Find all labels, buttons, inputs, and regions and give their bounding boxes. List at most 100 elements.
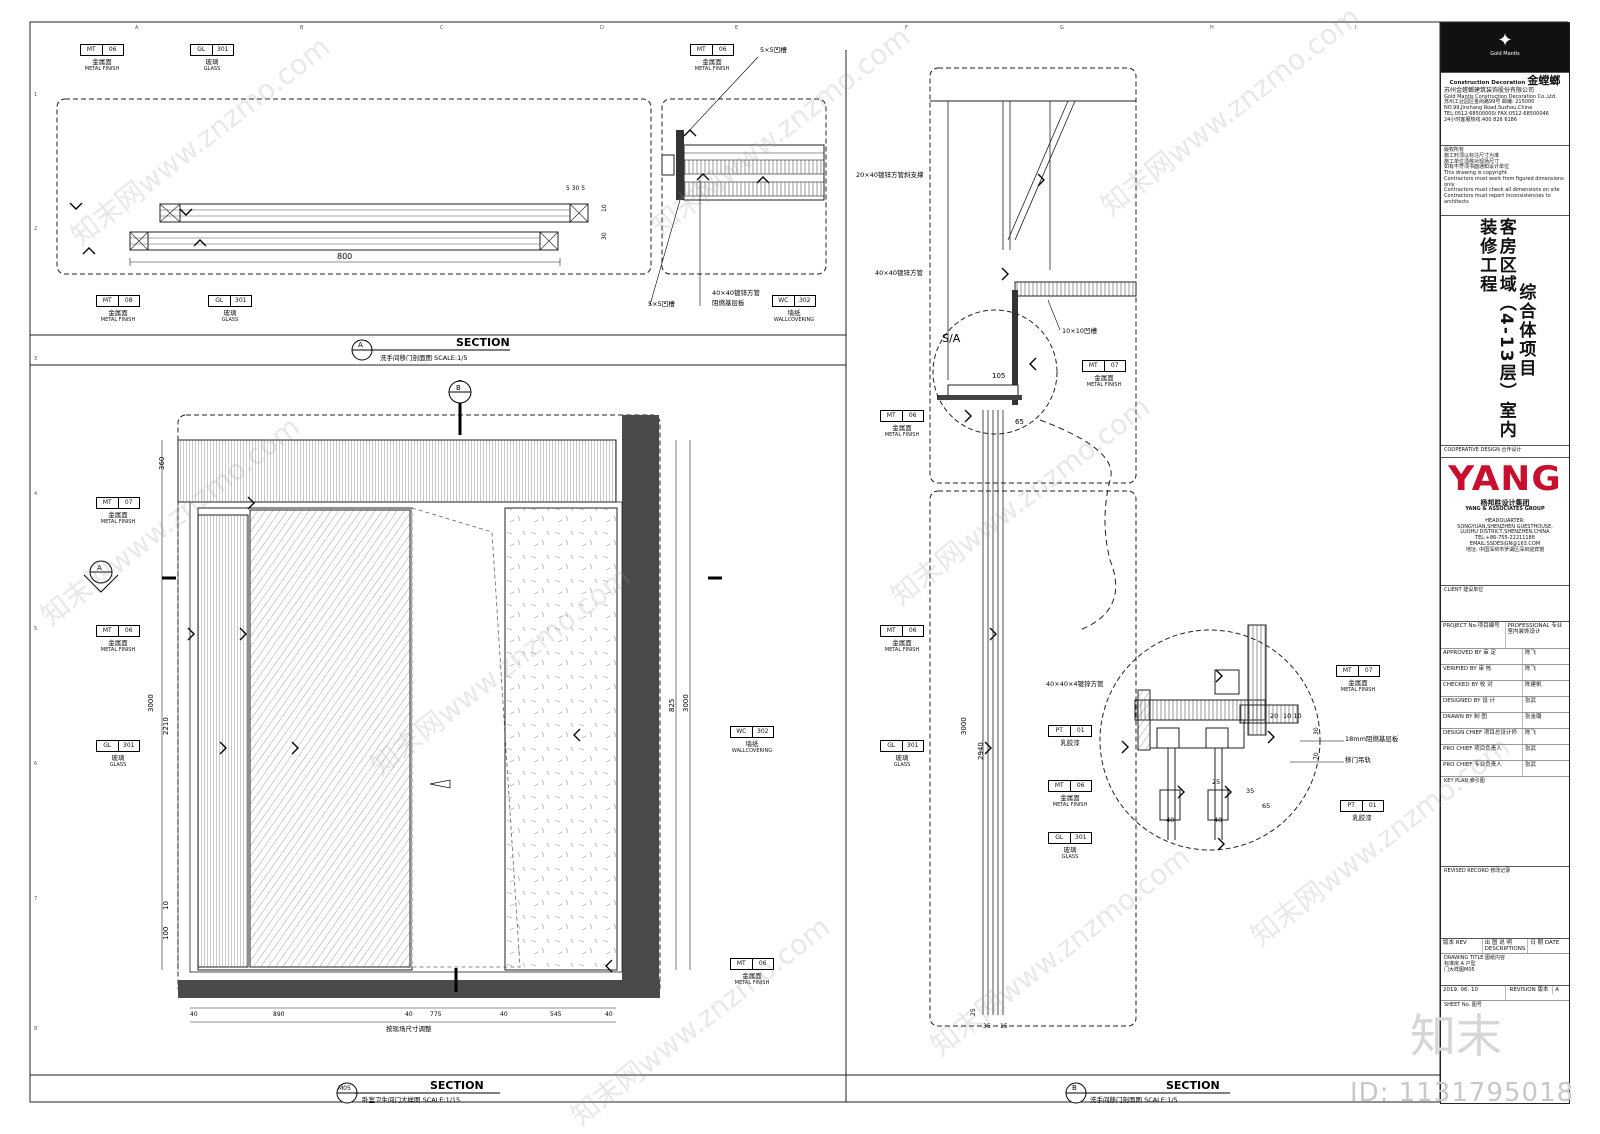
svg-text:10: 10 [601,204,608,212]
role-row: DESIGNED BY 设 计张武 [1441,697,1569,713]
svg-text:A: A [97,564,102,572]
svg-text:25: 25 [970,1008,977,1016]
svg-text:35: 35 [983,1023,991,1030]
svg-text:40: 40 [1214,816,1222,824]
svg-text:18mm阻燃基层板: 18mm阻燃基层板 [1345,734,1399,743]
title-block: ✦ Gold Mantis Construction Decoration 金螳… [1440,22,1570,1104]
svg-text:25: 25 [1212,778,1220,786]
project-title-1: 客房区域（4-13层）室内装修工程 [1476,218,1516,440]
svg-text:G: G [1060,25,1064,31]
svg-text:E: E [735,25,738,31]
svg-text:775: 775 [430,1011,442,1018]
section-b: 20×40镀锌方管斜支撑 40×40镀锌方管 10×10凹槽 S/A 105 6… [856,67,1399,1030]
svg-text:A: A [135,25,139,31]
role-row: CHECKED BY 校 对陈建帆 [1441,681,1569,697]
svg-text:30: 30 [1313,727,1320,735]
role-row: DESIGN CHIEF 项目总设计师陈飞 [1441,729,1569,745]
svg-text:2: 2 [34,226,37,232]
svg-text:H: H [1210,25,1214,31]
svg-text:40: 40 [500,1011,508,1018]
svg-text:C: C [440,25,444,31]
svg-text:360: 360 [158,457,166,470]
svg-text:10 10: 10 10 [1283,712,1302,720]
svg-text:A: A [358,341,363,349]
svg-text:B: B [1072,1084,1077,1092]
svg-text:3000: 3000 [682,694,690,712]
svg-text:65: 65 [1015,418,1024,426]
role-row: APPROVED BY 审 定陈飞 [1441,649,1569,665]
svg-text:70: 70 [1313,752,1320,760]
project-title-2: 综合体项目 [1515,283,1536,378]
svg-text:洗手间移门剖面图 SCALE:1/5: 洗手间移门剖面图 SCALE:1/5 [380,353,468,362]
svg-text:65: 65 [1262,802,1270,810]
svg-text:I: I [1355,25,1356,31]
svg-text:10×10凹槽: 10×10凹槽 [1062,326,1097,335]
yang-logo: YANG [1448,459,1562,499]
svg-text:5×5凹槽: 5×5凹槽 [760,45,787,54]
svg-text:3000: 3000 [147,694,155,712]
svg-text:35: 35 [1246,787,1254,795]
svg-text:洗手间移门剖面图 SCALE:1/5: 洗手间移门剖面图 SCALE:1/5 [1090,1095,1178,1104]
svg-text:S/A: S/A [942,332,961,345]
svg-text:卧室卫生间门大样图 SCALE:1/15: 卧室卫生间门大样图 SCALE:1/15 [362,1095,460,1104]
svg-text:10: 10 [162,901,170,910]
svg-text:D: D [600,25,604,31]
plan-a: 800 5 30 5 10 30 5×5凹槽 40×40镀锌方管 阻燃基层板 5… [56,45,827,308]
svg-text:40×40镀锌方管: 40×40镀锌方管 [875,268,923,277]
id-watermark: ID: 1131795018 [1350,1078,1575,1108]
svg-text:100: 100 [162,927,170,940]
svg-text:545: 545 [550,1011,562,1018]
svg-text:105: 105 [992,372,1005,380]
svg-text:890: 890 [273,1011,285,1018]
svg-text:20×40镀锌方管斜支撑: 20×40镀锌方管斜支撑 [856,170,924,179]
gold-mantis-logo: ✦ Gold Mantis [1441,23,1569,73]
svg-text:移门吊轨: 移门吊轨 [1345,755,1372,764]
svg-text:3: 3 [34,356,37,362]
svg-text:B: B [300,25,304,31]
svg-text:3000: 3000 [960,717,968,735]
zhimo-watermark: 知末 [1410,1009,1502,1063]
role-row: PRO CHIEF 项目负责人张武 [1441,745,1569,761]
svg-text:8: 8 [34,1026,37,1032]
svg-text:SECTION: SECTION [430,1079,484,1092]
svg-text:30: 30 [601,232,608,240]
svg-text:4: 4 [34,491,37,497]
plan-dim-small: 5 30 5 [566,185,585,192]
svg-text:20: 20 [1270,712,1278,720]
svg-text:F: F [905,25,908,31]
svg-text:SECTION: SECTION [456,336,510,349]
svg-text:5×5凹槽: 5×5凹槽 [648,299,675,308]
svg-text:1: 1 [34,92,37,98]
svg-text:5: 5 [34,626,37,632]
svg-text:M05: M05 [338,1085,351,1092]
elevation-m05: 360 3000 2210 100 10 825 3000 40 890 40 … [147,380,722,1033]
svg-text:2210: 2210 [162,717,170,735]
section-titles: A SECTION 洗手间移门剖面图 SCALE:1/5 M05 SECTION… [83,336,1230,1104]
svg-text:按现场尺寸调整: 按现场尺寸调整 [386,1024,432,1033]
role-row: VERIFIED BY 审 核陈飞 [1441,665,1569,681]
role-row: PRO CHIEF 专业负责人张武 [1441,761,1569,777]
svg-text:825: 825 [668,699,676,712]
